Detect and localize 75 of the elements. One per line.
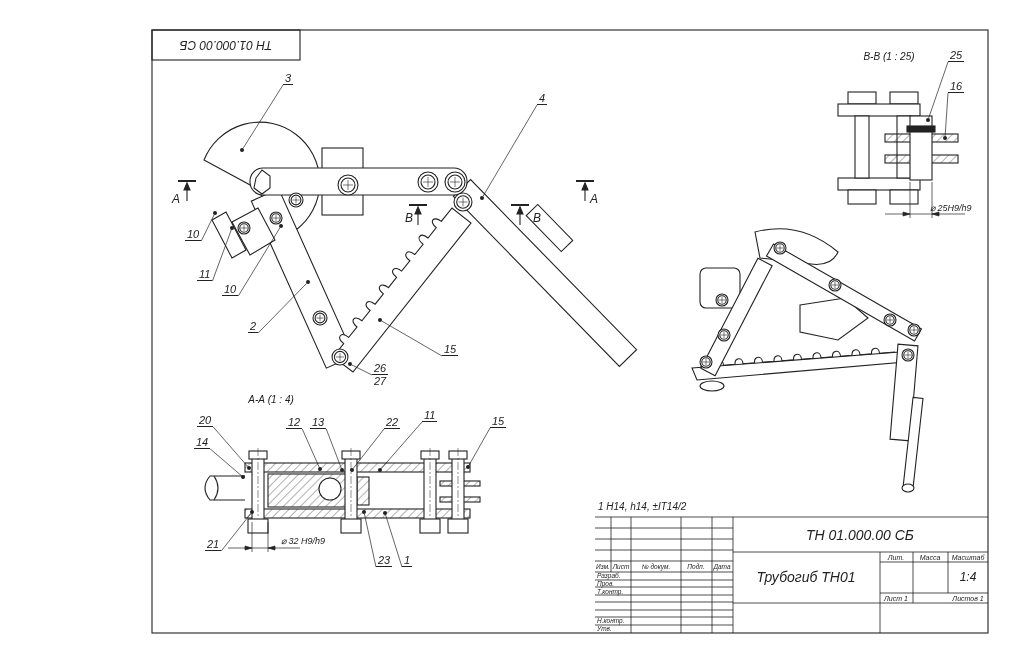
callout-number: 23 <box>376 554 393 567</box>
leader-line <box>380 421 423 469</box>
callout-number: 10 <box>222 283 239 296</box>
leader-line <box>212 229 232 282</box>
leader-line <box>257 283 307 334</box>
leader-line <box>385 514 403 568</box>
callout-number: 1 <box>402 554 413 567</box>
leader-line <box>212 426 249 467</box>
callout-number: 16 <box>948 80 965 93</box>
leader-line <box>237 227 281 297</box>
leader-dot <box>378 318 382 322</box>
leader-line <box>482 104 538 197</box>
leader-dot <box>240 148 244 152</box>
callout-number: 21 <box>205 538 222 551</box>
callout-number: 12 <box>286 416 303 429</box>
callout-number: 14 <box>194 436 211 449</box>
view-title: В-В (1 : 25) <box>863 52 915 62</box>
leader-line <box>468 427 491 466</box>
view-title: А-А (1 : 4) <box>248 395 294 405</box>
product-name: Трубогиб ТН01 <box>756 570 856 584</box>
leader-dot <box>378 468 382 472</box>
leader-line <box>352 428 385 469</box>
leader-line <box>325 428 342 469</box>
section-letter: В <box>405 212 413 224</box>
leader-dot <box>926 118 930 122</box>
callout-number: 3 <box>283 72 294 85</box>
leader-dot <box>943 136 947 140</box>
tolerance-note: 1 H14, h14, ±IT14/2 <box>598 502 687 512</box>
leader-dot <box>350 468 354 472</box>
callout-number: 4 <box>537 92 548 105</box>
callout-number: 20 <box>197 414 214 427</box>
section-letter: А <box>590 193 598 205</box>
callout-number: 11 <box>422 409 438 422</box>
scale-value: 1:4 <box>959 571 977 583</box>
leader-line <box>200 214 215 242</box>
leader-line <box>944 92 949 137</box>
leader-dot <box>348 362 352 366</box>
leader-dot <box>362 510 366 514</box>
callout-number: 22 <box>384 416 401 429</box>
leader-dot <box>213 211 217 215</box>
leader-dot <box>480 196 484 200</box>
leader-line <box>242 84 284 149</box>
dimension-text: ⌀ 25H9/h9 <box>930 203 972 213</box>
leader-dot <box>230 226 234 230</box>
leader-line <box>209 448 242 477</box>
leader-line <box>381 320 443 357</box>
leader-dot <box>247 466 251 470</box>
callout-number: 11 <box>197 268 213 281</box>
leader-line <box>364 513 377 568</box>
leader-dot <box>466 465 470 469</box>
leader-dot <box>279 224 283 228</box>
dimension-text: ⌀ 32 H9/h9 <box>281 536 326 546</box>
leader-line <box>928 61 949 119</box>
leader-dot <box>241 475 245 479</box>
drawing-number: ТН 01.000.00 СБ <box>806 528 914 542</box>
leader-line <box>351 364 373 376</box>
leader-line <box>301 428 320 468</box>
callout <box>372 362 389 387</box>
drawing-number: ТН 01.000.00 СБ <box>179 39 273 51</box>
section-letter: А <box>172 193 180 205</box>
callout-number: 26 <box>372 362 389 375</box>
leader-dot <box>306 280 310 284</box>
callout-number: 15 <box>442 343 459 356</box>
leader-line <box>220 513 252 552</box>
callout-number: 25 <box>948 49 965 62</box>
leader-dot <box>318 467 322 471</box>
callout-number: 10 <box>185 228 202 241</box>
callout-number: 27 <box>373 375 388 387</box>
leader-dot <box>250 510 254 514</box>
leader-dot <box>383 511 387 515</box>
callout-number: 2 <box>248 320 259 333</box>
section-letter: В <box>533 212 541 224</box>
callout-number: 15 <box>490 415 507 428</box>
leader-dot <box>340 468 344 472</box>
callout-number: 13 <box>310 416 327 429</box>
